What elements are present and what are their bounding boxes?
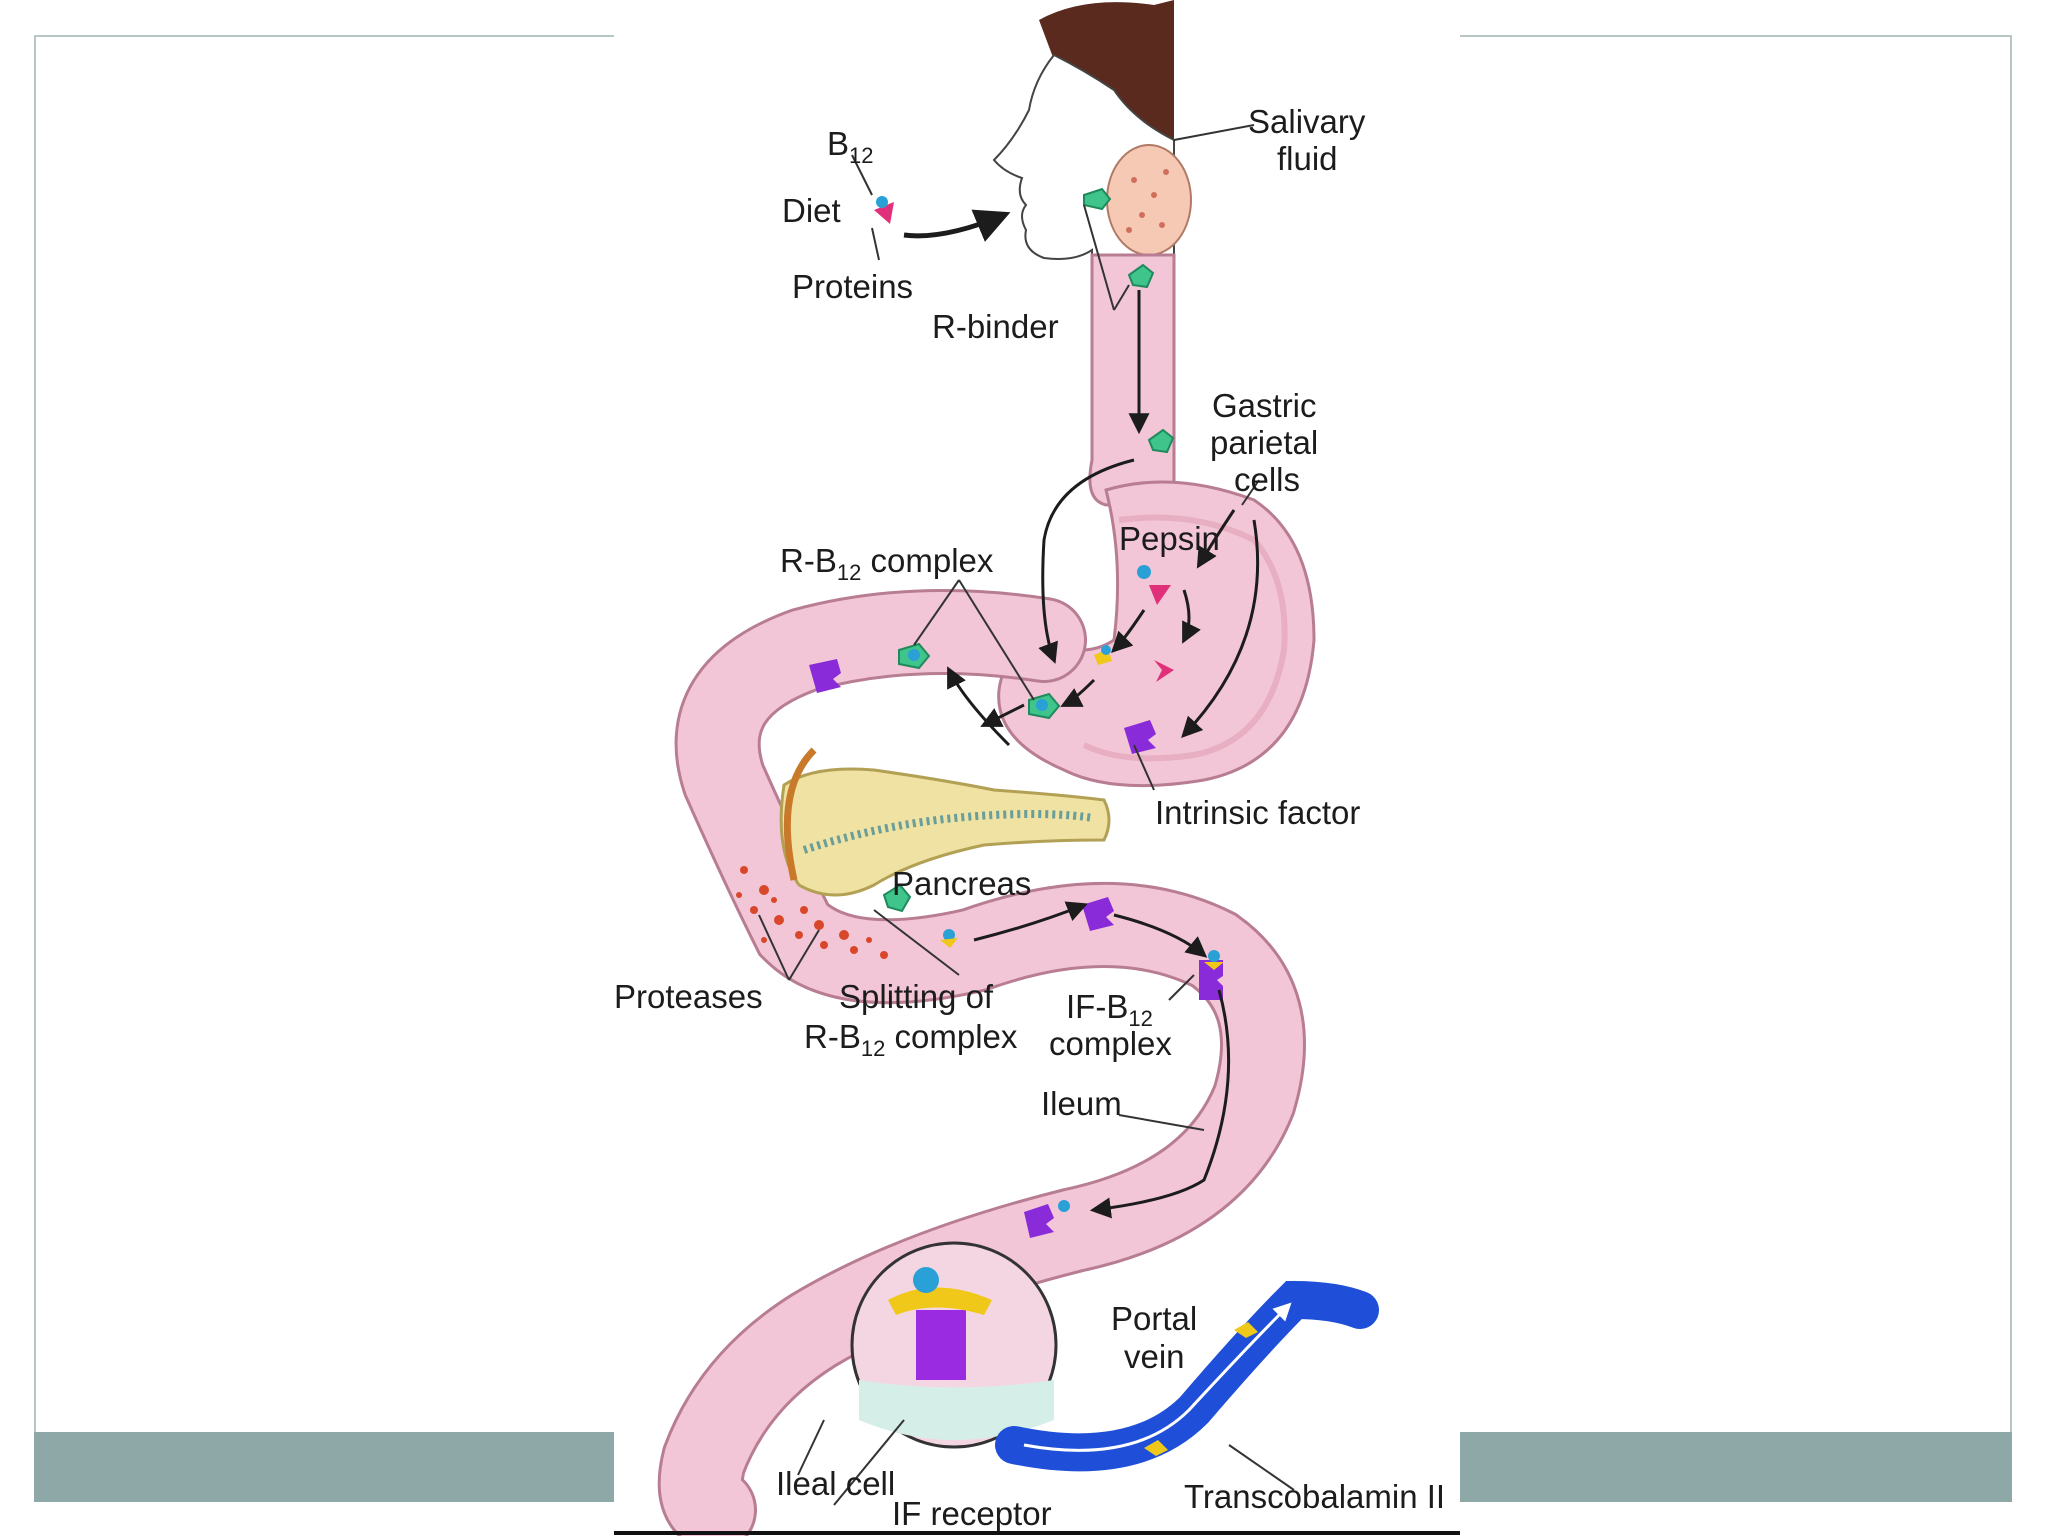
label-if-b12: IF-B12 xyxy=(1066,988,1153,1031)
label-transcobalamin-ii: Transcobalamin II xyxy=(1184,1478,1445,1515)
label-splitting-1: Splitting of xyxy=(839,978,994,1015)
b12-inset xyxy=(913,1267,939,1293)
b12-absorption-diagram: B12 Diet Proteins R-binder Salivary flui… xyxy=(614,0,1460,1536)
label-r-b12-complex: R-B12 complex xyxy=(780,542,994,585)
portal-vein xyxy=(995,1280,1379,1472)
label-salivary-fluid-2: fluid xyxy=(1277,140,1338,177)
protease-dots xyxy=(736,866,888,959)
label-splitting-2: R-B12 complex xyxy=(804,1018,1018,1061)
label-proteins: Proteins xyxy=(792,268,913,305)
salivary-gland-texture xyxy=(1126,169,1169,233)
label-portal-2: vein xyxy=(1124,1338,1185,1375)
label-portal-1: Portal xyxy=(1111,1300,1197,1337)
ileal-cell-base xyxy=(859,1380,1054,1440)
r-binder-molecules xyxy=(882,187,1175,913)
label-proteases: Proteases xyxy=(614,978,763,1015)
hair xyxy=(1039,0,1174,140)
label-gastric-1: Gastric xyxy=(1212,387,1317,424)
leader-lines xyxy=(758,124,1295,1506)
transcobalamin-ii-molecule xyxy=(1144,1440,1168,1456)
intrinsic-factor-molecules xyxy=(809,659,1223,1238)
label-gastric-2: parietal xyxy=(1210,424,1318,461)
pepsin-molecules xyxy=(874,196,1174,682)
stomach xyxy=(997,480,1316,788)
label-b12: B12 xyxy=(827,125,874,168)
label-pancreas: Pancreas xyxy=(892,865,1031,902)
salivary-gland xyxy=(1106,144,1192,256)
pancreas xyxy=(779,767,1111,897)
r-b12-complexes xyxy=(898,642,1061,720)
label-pepsin: Pepsin xyxy=(1119,520,1220,557)
transcobalamin-ii-molecule-vein xyxy=(1234,1322,1258,1338)
bile-duct xyxy=(783,747,817,881)
label-ileum: Ileum xyxy=(1041,1085,1122,1122)
portal-vein-flow xyxy=(1023,1302,1292,1452)
if-b12-inset xyxy=(888,1287,992,1315)
label-if-b12-complex: complex xyxy=(1049,1025,1172,1062)
label-salivary-fluid-1: Salivary xyxy=(1248,103,1366,140)
label-intrinsic-factor: Intrinsic factor xyxy=(1155,794,1360,831)
label-diet: Diet xyxy=(782,192,841,229)
label-ileal-cell: Ileal cell xyxy=(776,1465,895,1502)
b12-absorption-figure: B12 Diet Proteins R-binder Salivary flui… xyxy=(614,0,1460,1536)
stomach-lumen xyxy=(1082,514,1288,762)
if-receptor-inset xyxy=(916,1310,966,1380)
esophagus xyxy=(1088,253,1176,507)
if-b12-markers xyxy=(940,929,1224,1212)
pathway-arrows xyxy=(903,209,1260,1219)
label-r-binder: R-binder xyxy=(932,308,1059,345)
label-if-receptor: IF receptor xyxy=(892,1495,1052,1532)
label-gastric-3: cells xyxy=(1234,461,1300,498)
